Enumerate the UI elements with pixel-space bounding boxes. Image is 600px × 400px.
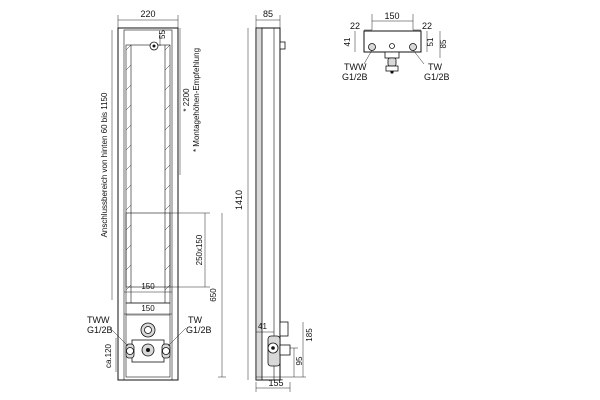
side-dim-41: 41	[258, 322, 267, 331]
connection-range: Anschlussbereich von hinten 60 bis 1150	[100, 92, 109, 237]
front-view: 220	[87, 9, 226, 381]
opening-dim: 250x150	[195, 234, 204, 265]
opening-250x150	[125, 212, 171, 288]
side-dim-185: 185	[305, 328, 314, 342]
top-dim-85: 85	[439, 39, 448, 48]
side-view: 85 1410 41 185 95 155	[234, 9, 314, 392]
tw-port	[162, 347, 170, 355]
top-dim-22-right: 22	[422, 21, 432, 31]
side-dim-95: 95	[295, 356, 304, 365]
top-tw-label: TW	[428, 62, 442, 72]
top-tw-thread: G1/2B	[424, 72, 450, 82]
side-depth-85: 85	[263, 9, 273, 19]
front-tww-label: TWW	[87, 315, 110, 325]
front-width-top: 220	[140, 9, 155, 19]
front-tw-thread: G1/2B	[186, 325, 212, 335]
top-tww-label: TWW	[344, 62, 367, 72]
tww-port	[126, 347, 134, 355]
front-tw-label: TW	[188, 315, 202, 325]
front-width-150b: 150	[141, 304, 155, 313]
left-rail-hatch	[125, 44, 132, 303]
front-tww-thread: G1/2B	[87, 325, 113, 335]
right-rail-hatch	[164, 44, 171, 303]
top-view: 150 22 22 41 51 85 TWW G1/2B TW G1/2B	[342, 11, 450, 82]
top-dim-41: 41	[343, 37, 352, 46]
front-offset-55: 55	[158, 30, 167, 39]
front-height-650: 650	[209, 288, 218, 302]
mount-note: * Montagehöhen-Empfehlung	[192, 48, 201, 152]
front-ca120: ca.120	[104, 343, 113, 368]
top-dim-150: 150	[384, 11, 399, 21]
top-dim-22-left: 22	[350, 21, 360, 31]
height-note: * 2200	[182, 88, 191, 112]
side-height-1410: 1410	[234, 190, 244, 210]
top-tww-thread: G1/2B	[342, 72, 368, 82]
front-width-150a: 150	[141, 282, 155, 291]
top-dim-51: 51	[426, 37, 435, 46]
side-dim-155: 155	[268, 378, 283, 388]
